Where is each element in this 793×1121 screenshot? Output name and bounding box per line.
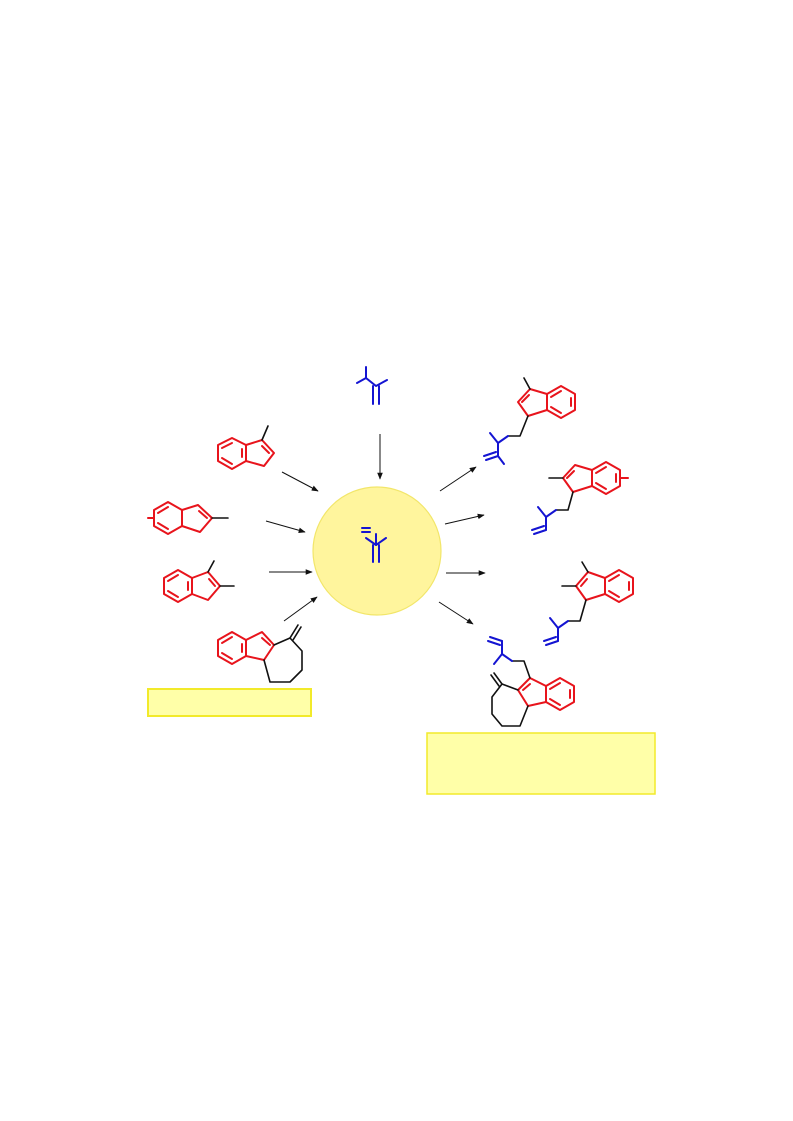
reagent-top [356, 366, 388, 405]
arrow-right-1 [439, 466, 477, 492]
product-2 [531, 461, 629, 535]
product-4 [487, 636, 575, 727]
arrow-left-4 [283, 596, 318, 622]
product-3 [543, 561, 634, 646]
arrow-right-4 [438, 601, 474, 625]
left-label-box [147, 688, 312, 717]
arrow-left-1 [281, 471, 319, 492]
arrow-right-2 [444, 513, 485, 525]
arrow-left-2 [265, 520, 306, 533]
substrate-indolizine-3 [163, 560, 235, 603]
right-label-box [426, 732, 656, 795]
substrate-indolizine-1 [217, 425, 275, 470]
substrate-indolizine-2 [147, 501, 229, 535]
product-1 [483, 377, 576, 465]
reagent-in-circle [361, 527, 387, 563]
substrate-tetrahydro-indolizine [217, 624, 303, 683]
catalyst-circle [312, 486, 442, 616]
